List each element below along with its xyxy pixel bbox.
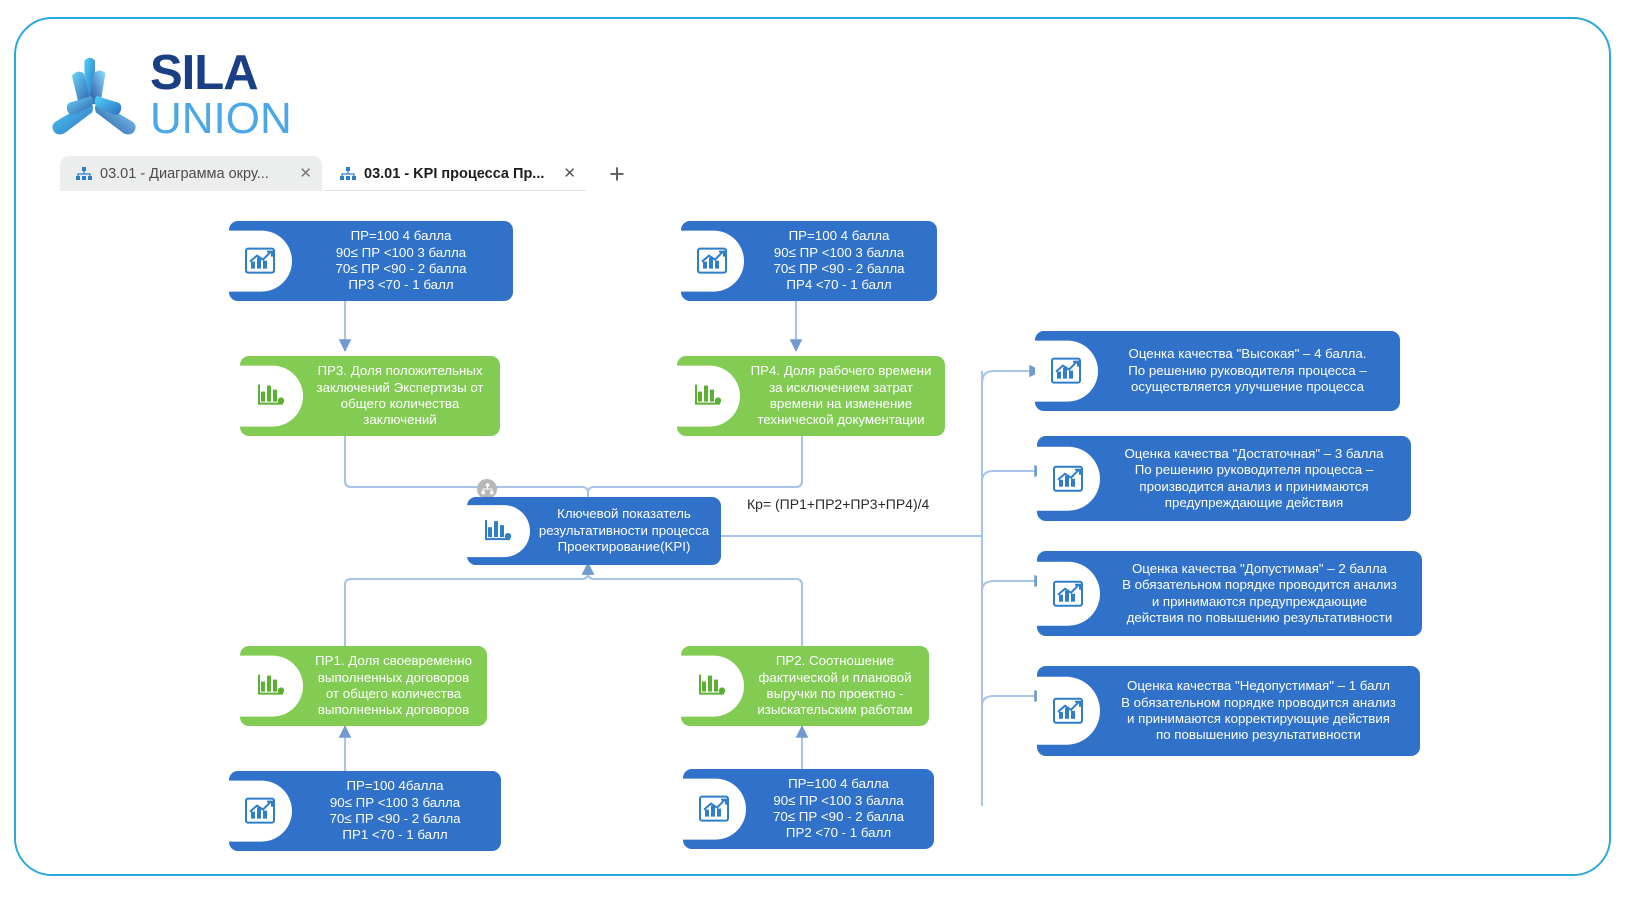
node-pr1[interactable]: ПР1. Доля своевременно выполненных догов… — [240, 646, 487, 726]
tab-label: 03.01 - Диаграмма окру... — [100, 165, 269, 182]
tab-bar: 03.01 - Диаграмма окру... ✕ 03.01 - KPI … — [60, 156, 1580, 191]
node-label: Ключевой показатель результативности про… — [538, 506, 710, 555]
bar-chart-icon — [485, 519, 512, 540]
node-pr2[interactable]: ПР2. Соотношение фактической и плановой … — [681, 646, 929, 726]
line-chart-icon — [1053, 580, 1083, 607]
node-pr4[interactable]: ПР4. Доля рабочего времени за исключение… — [677, 356, 945, 436]
collapse-org-icon — [480, 483, 494, 495]
diagram-edges — [338, 301, 1047, 806]
tab-kpi-protsessa[interactable]: 03.01 - KPI процесса Пр... ✕ — [324, 156, 586, 191]
node-quality-unacceptable[interactable]: Оценка качества "Недопустимая" – 1 балл … — [1037, 666, 1420, 756]
node-label: ПР3. Доля положительных заключений Экспе… — [316, 363, 484, 428]
node-icon-badge — [1035, 340, 1098, 402]
bar-chart-icon — [258, 384, 285, 405]
collapse-toggle[interactable] — [477, 479, 497, 499]
node-icon-badge — [240, 365, 303, 427]
close-icon[interactable]: ✕ — [299, 164, 312, 182]
node-icon-badge — [681, 655, 744, 717]
node-icon-badge — [240, 655, 303, 717]
node-icon-badge — [1037, 446, 1100, 511]
node-scale-pr1[interactable]: ПР=100 4балла 90≤ ПР <100 3 балла 70≤ ПР… — [229, 771, 501, 851]
line-chart-icon — [1053, 465, 1083, 492]
node-label: ПР=100 4 балла 90≤ ПР <100 3 балла 70≤ П… — [773, 228, 905, 293]
node-icon-badge — [1037, 676, 1100, 746]
node-icon-badge — [677, 365, 740, 427]
tab-diagramma-okruzheniya[interactable]: 03.01 - Диаграмма окру... ✕ — [60, 156, 322, 191]
node-label: ПР=100 4 балла 90≤ ПР <100 3 балла 70≤ П… — [335, 228, 467, 293]
diagram-icon — [340, 166, 356, 181]
brand-wordmark: SILA UNION — [150, 46, 292, 143]
node-kpi[interactable]: Ключевой показатель результативности про… — [467, 497, 721, 565]
new-tab-button[interactable]: + — [609, 158, 625, 189]
node-scale-pr2[interactable]: ПР=100 4 балла 90≤ ПР <100 3 балла 70≤ П… — [683, 769, 934, 849]
bar-chart-icon — [695, 384, 722, 405]
node-icon-badge — [229, 780, 292, 842]
kpi-formula-label: Кр= (ПР1+ПР2+ПР3+ПР4)/4 — [747, 496, 930, 512]
node-icon-badge — [229, 230, 292, 292]
node-label: ПР=100 4 балла 90≤ ПР <100 3 балла 70≤ П… — [773, 776, 904, 841]
node-label: ПР2. Соотношение фактической и плановой … — [757, 653, 913, 718]
node-label: ПР=100 4балла 90≤ ПР <100 3 балла 70≤ ПР… — [329, 778, 461, 843]
node-icon-badge — [1037, 561, 1100, 626]
bar-chart-icon — [258, 674, 285, 695]
node-label: Оценка качества "Достаточная" – 3 балла … — [1124, 445, 1384, 510]
node-scale-pr4[interactable]: ПР=100 4 балла 90≤ ПР <100 3 балла 70≤ П… — [681, 221, 937, 301]
brand-logo: SILA UNION — [38, 37, 458, 147]
line-chart-icon — [1053, 697, 1083, 724]
app-card: SILA UNION 03.01 - Диаграмма окру... ✕ — [14, 17, 1611, 876]
line-chart-icon — [699, 795, 729, 822]
node-quality-acceptable[interactable]: Оценка качества "Допустимая" – 2 балла В… — [1037, 551, 1422, 636]
node-icon-badge — [681, 230, 744, 292]
diagram-canvas: ПР=100 4 балла 90≤ ПР <100 3 балла 70≤ П… — [16, 191, 1609, 874]
close-icon[interactable]: ✕ — [563, 164, 576, 182]
line-chart-icon — [697, 247, 727, 274]
node-pr3[interactable]: ПР3. Доля положительных заключений Экспе… — [240, 356, 500, 436]
node-label: ПР1. Доля своевременно выполненных догов… — [315, 653, 472, 718]
node-label: Оценка качества "Недопустимая" – 1 балл … — [1121, 678, 1396, 743]
brand-name-top: SILA — [150, 46, 259, 100]
node-label: Оценка качества "Допустимая" – 2 балла В… — [1122, 560, 1397, 625]
line-chart-icon — [245, 247, 275, 274]
node-quality-sufficient[interactable]: Оценка качества "Достаточная" – 3 балла … — [1037, 436, 1411, 521]
sila-union-logo-icon — [52, 57, 136, 135]
tab-label: 03.01 - KPI процесса Пр... — [364, 165, 545, 182]
node-icon-badge — [683, 778, 746, 840]
node-scale-pr3[interactable]: ПР=100 4 балла 90≤ ПР <100 3 балла 70≤ П… — [229, 221, 513, 301]
line-chart-icon — [245, 797, 275, 824]
brand-name-bottom: UNION — [150, 94, 292, 143]
line-chart-icon — [1051, 357, 1081, 384]
bar-chart-icon — [699, 674, 726, 695]
node-label: Оценка качества "Высокая" – 4 балла. По … — [1128, 346, 1367, 395]
node-quality-high[interactable]: Оценка качества "Высокая" – 4 балла. По … — [1035, 331, 1400, 411]
node-icon-badge — [467, 505, 530, 557]
diagram-icon — [76, 166, 92, 181]
node-label: ПР4. Доля рабочего времени за исключение… — [750, 363, 932, 428]
